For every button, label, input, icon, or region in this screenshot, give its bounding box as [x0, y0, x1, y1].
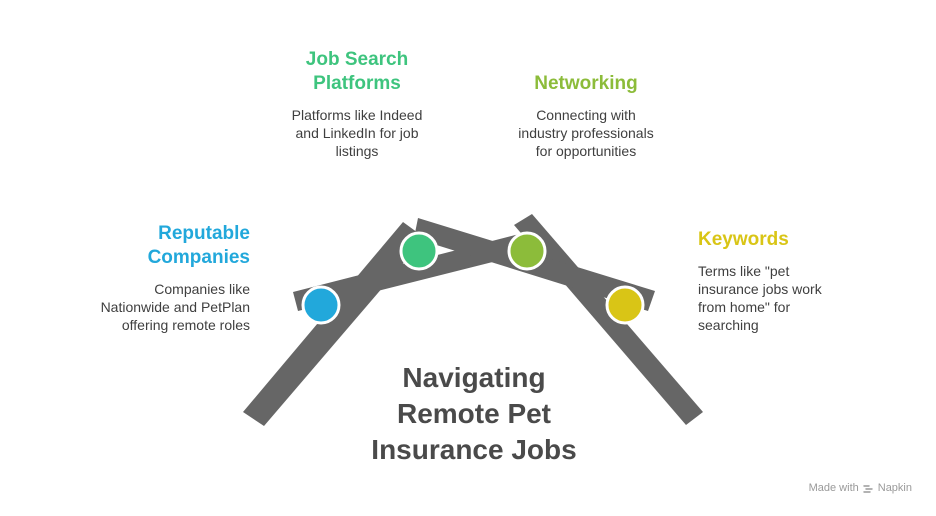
watermark-prefix: Made with [808, 482, 859, 494]
node-job-search-platforms [399, 231, 439, 271]
job-search-platforms-label: Job Search Platforms Platforms like Inde… [272, 48, 442, 160]
watermark-brand: Napkin [877, 482, 912, 494]
reputable-companies-title: Reputable Companies [147, 223, 250, 268]
keywords-desc: Terms like "pet insurance jobs work from… [698, 263, 822, 333]
reputable-companies-label: Reputable Companies Companies like Natio… [70, 222, 250, 334]
napkin-logo-icon [863, 483, 874, 494]
node-keywords [605, 285, 645, 325]
watermark: Made with Napkin [809, 482, 912, 494]
networking-label: Networking Connecting with industry prof… [501, 72, 671, 160]
job-search-platforms-title: Job Search Platforms [305, 49, 409, 94]
reputable-companies-desc: Companies like Nationwide and PetPlan of… [100, 281, 250, 333]
node-networking [507, 231, 547, 271]
main-title: Navigating Remote Pet Insurance Jobs [371, 362, 577, 465]
keywords-title: Keywords [698, 229, 789, 250]
node-reputable-companies [301, 285, 341, 325]
job-search-platforms-desc: Platforms like Indeed and LinkedIn for j… [291, 107, 423, 159]
networking-title: Networking [534, 73, 638, 94]
keywords-label: Keywords Terms like "pet insurance jobs … [698, 228, 878, 334]
networking-desc: Connecting with industry professionals f… [518, 107, 654, 159]
